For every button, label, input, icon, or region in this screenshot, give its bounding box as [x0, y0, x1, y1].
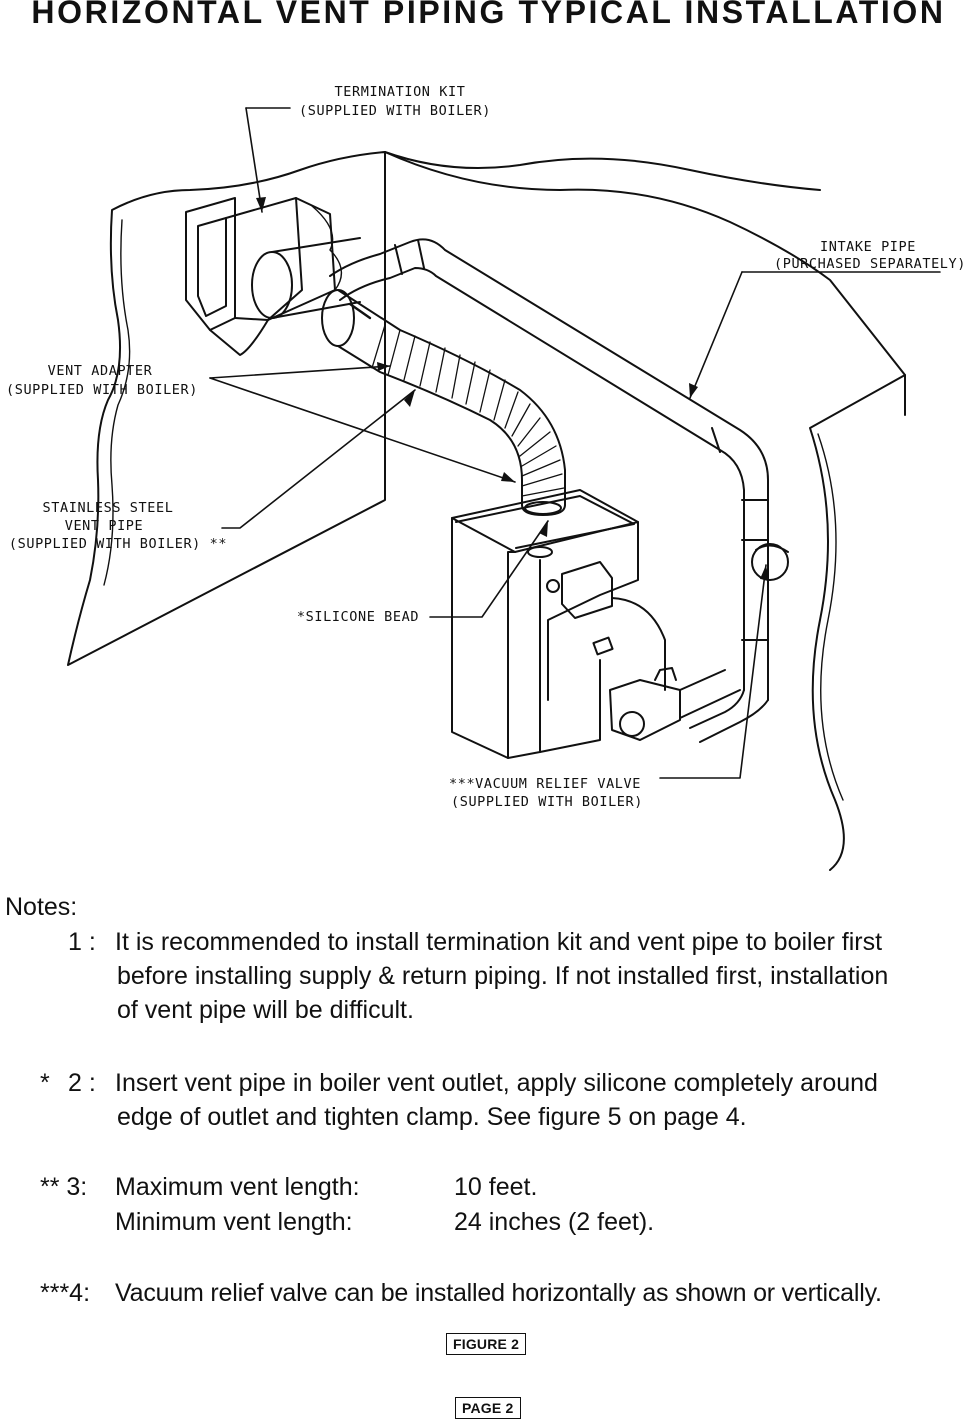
label-silicone-bead: *SILICONE BEAD	[297, 609, 419, 625]
label-vent-pipe: VENT PIPE	[65, 518, 144, 534]
note-1-line-3: of vent pipe will be difficult.	[117, 996, 414, 1024]
label-intake-pipe-note: (PURCHASED SEPARATELY)	[774, 256, 966, 272]
label-stainless-steel: STAINLESS STEEL	[43, 500, 174, 516]
stainless-vent-pipe	[321, 289, 566, 516]
page-label: PAGE 2	[455, 1397, 521, 1419]
note-3-min-value: 24 inches (2 feet).	[454, 1208, 655, 1236]
note-4-marker: ***4:	[40, 1279, 91, 1307]
note-1-line-1: It is recommended to install termination…	[115, 928, 883, 956]
termination-kit	[185, 197, 361, 356]
back-wall	[67, 151, 821, 666]
note-4-line-1: Vacuum relief valve can be installed hor…	[115, 1279, 882, 1307]
note-2-marker: 2 :	[68, 1069, 96, 1097]
intake-pipe	[329, 238, 789, 743]
label-vacuum-relief-valve-note: (SUPPLIED WITH BOILER)	[451, 794, 643, 810]
leader-lines	[209, 107, 941, 779]
figure-label: FIGURE 2	[446, 1333, 527, 1355]
note-2-star: *	[40, 1069, 50, 1097]
note-2-line-2: edge of outlet and tighten clamp. See fi…	[117, 1103, 747, 1131]
note-3-max-value: 10 feet.	[454, 1173, 538, 1201]
arrowheads	[256, 197, 769, 580]
note-2-line-1: Insert vent pipe in boiler vent outlet, …	[115, 1069, 878, 1097]
boiler	[451, 489, 741, 759]
note-3-min-label: Minimum vent length:	[115, 1208, 353, 1236]
side-wall	[384, 151, 906, 871]
label-intake-pipe: INTAKE PIPE	[820, 239, 916, 255]
note-1-marker: 1 :	[68, 928, 96, 956]
label-vent-adapter-note: (SUPPLIED WITH BOILER)	[6, 382, 198, 398]
label-termination-kit: TERMINATION KIT	[335, 84, 466, 100]
note-3-max-label: Maximum vent length:	[115, 1173, 360, 1201]
page-title: HORIZONTAL VENT PIPING TYPICAL INSTALLAT…	[31, 0, 946, 30]
installation-diagram: TERMINATION KIT (SUPPLIED WITH BOILER) I…	[6, 84, 966, 871]
label-vent-adapter: VENT ADAPTER	[48, 363, 153, 379]
label-vent-pipe-note: (SUPPLIED WITH BOILER) **	[9, 536, 227, 552]
notes-heading: Notes:	[5, 893, 78, 921]
diagram-labels: TERMINATION KIT (SUPPLIED WITH BOILER) I…	[6, 84, 966, 810]
note-1-line-2: before installing supply & return piping…	[117, 962, 889, 990]
label-vacuum-relief-valve: ***VACUUM RELIEF VALVE	[449, 776, 641, 792]
label-termination-kit-note: (SUPPLIED WITH BOILER)	[299, 103, 491, 119]
note-3-marker: ** 3:	[40, 1173, 88, 1201]
